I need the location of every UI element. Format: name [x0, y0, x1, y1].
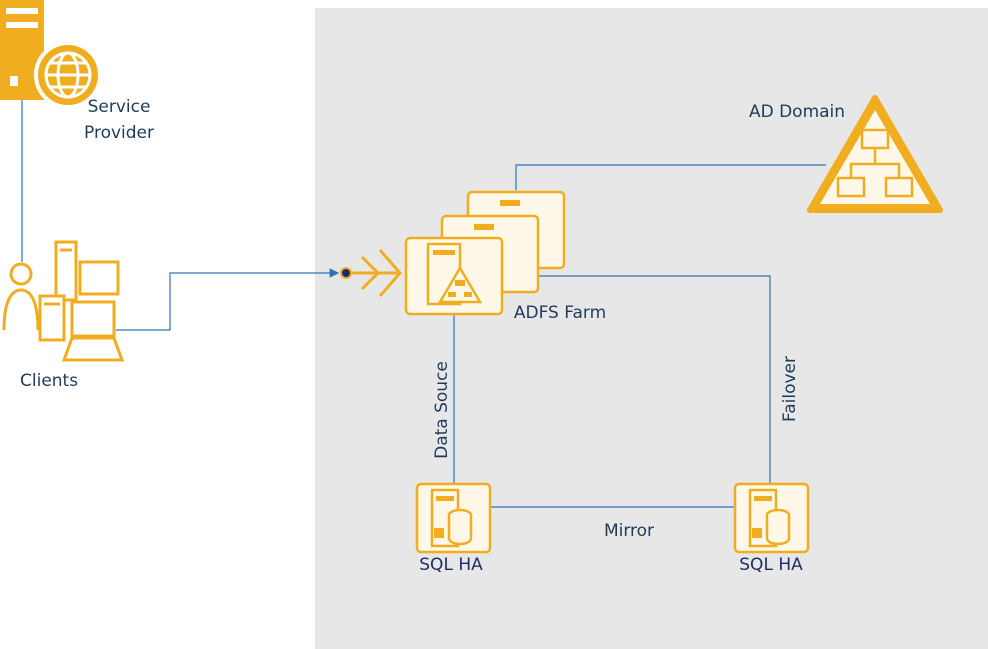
service-provider-label-line1: Service [88, 97, 151, 117]
network-zone [315, 8, 988, 649]
sql-ha-right-label: SQL HA [739, 555, 803, 575]
ad-domain-label: AD Domain [749, 102, 845, 122]
sql-server-icon [733, 482, 810, 554]
endpoint-arrow-icon [340, 249, 402, 297]
failover-label: Failover [780, 356, 800, 422]
service-provider-label-line2: Provider [84, 123, 154, 143]
connector-adfs-ad [515, 164, 826, 190]
sql-ha-left-label: SQL HA [419, 555, 483, 575]
users-computers-icon [2, 240, 125, 362]
clients-label: Clients [20, 371, 78, 391]
mirror-label: Mirror [604, 521, 654, 541]
ad-domain-triangle-icon [807, 95, 943, 213]
adfs-farm-label: ADFS Farm [514, 303, 606, 323]
adfs-server-icon [404, 190, 566, 316]
web-server-icon [0, 0, 102, 109]
data-source-label: Data Souce [432, 361, 452, 459]
connector-failover [538, 275, 771, 486]
connector-clients-adfs [116, 268, 340, 331]
sql-server-icon [415, 482, 492, 554]
